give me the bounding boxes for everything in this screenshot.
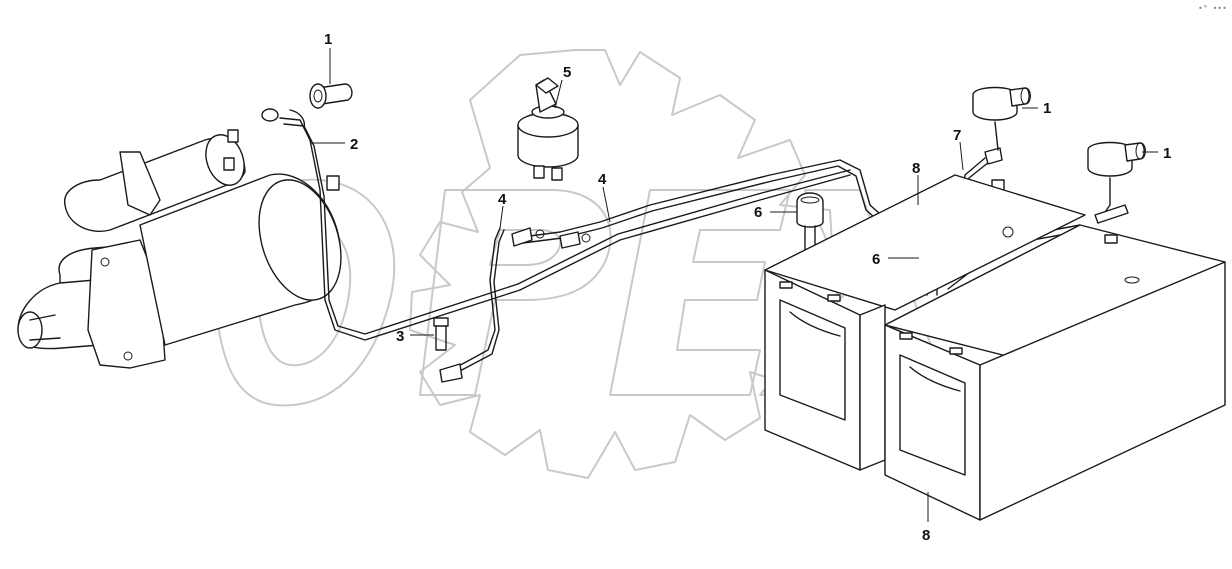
watermark-gear bbox=[409, 49, 841, 479]
battery-back bbox=[764, 174, 1086, 471]
terminal-cap-1-left bbox=[309, 83, 353, 109]
callout-label: 4 bbox=[598, 171, 607, 188]
callout-label: 6 bbox=[872, 251, 880, 268]
battery-switch bbox=[517, 77, 579, 181]
starter-motor bbox=[17, 129, 342, 369]
callout-label: 4 bbox=[498, 191, 507, 208]
callout-label: 1 bbox=[1163, 145, 1171, 162]
callout-label: 8 bbox=[912, 160, 920, 177]
watermark-letter-e bbox=[609, 189, 791, 396]
terminal-cap-1-right-b bbox=[1087, 141, 1146, 177]
callout-label: 1 bbox=[324, 31, 332, 48]
battery-link-cables bbox=[994, 121, 1129, 224]
callout-label: 8 bbox=[922, 527, 930, 544]
callout-label: 3 bbox=[396, 328, 404, 345]
callouts: 1 1 1 2 3 4 4 5 6 6 7 8 8 bbox=[310, 31, 1171, 544]
corner-mark: •° ••• bbox=[1198, 4, 1227, 13]
callout-label: 1 bbox=[1043, 100, 1051, 117]
watermark-letter-p bbox=[419, 189, 612, 396]
starter-cable bbox=[261, 108, 851, 341]
bolt bbox=[433, 317, 449, 351]
terminal-cap-1-right-a bbox=[972, 86, 1031, 121]
callout-label: 2 bbox=[350, 136, 358, 153]
callout-label: 7 bbox=[953, 127, 961, 144]
callout-label: 5 bbox=[563, 64, 571, 81]
battery-front bbox=[884, 224, 1226, 521]
callout-label: 6 bbox=[754, 204, 762, 221]
